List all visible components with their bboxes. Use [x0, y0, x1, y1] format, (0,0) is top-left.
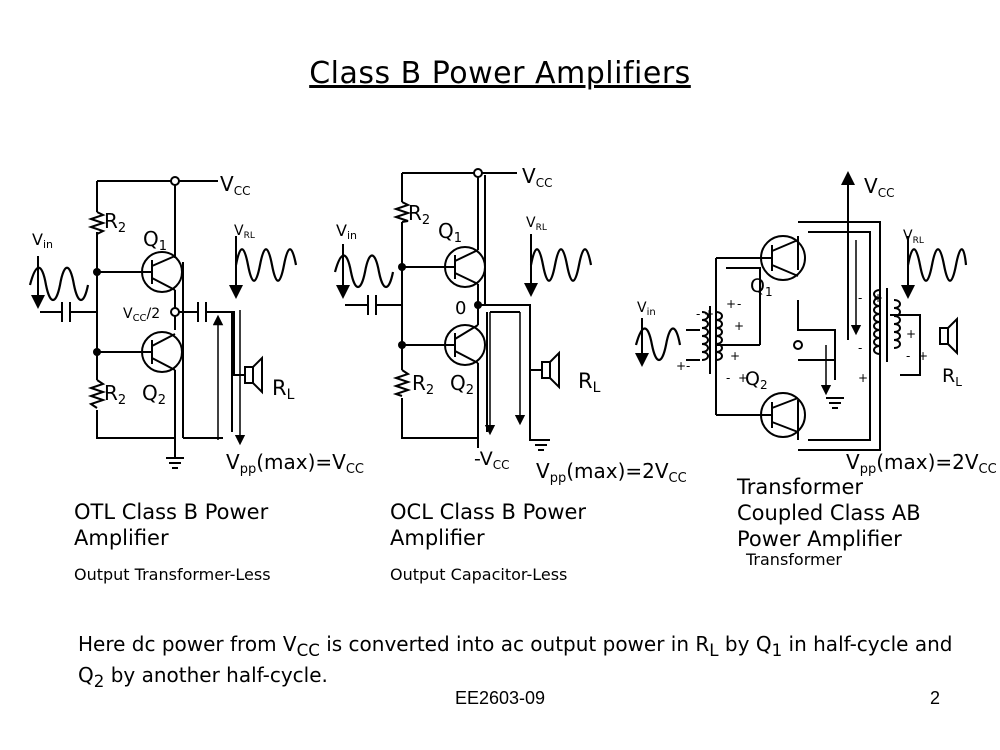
tc-caption: Transformer Coupled Class AB Power Ampli… — [737, 475, 921, 551]
ocl-nodes — [398, 168, 483, 349]
slide-title: Class B Power Amplifiers — [309, 56, 691, 91]
tc-input-transformer — [701, 306, 723, 374]
otl-midpoint-label: VCC/2 — [123, 306, 160, 324]
ocl-vrl-label: VRL — [526, 215, 547, 233]
otl-nodes — [93, 176, 180, 356]
ocl-output-sine — [529, 248, 593, 282]
svg-text:+: + — [726, 297, 736, 311]
tc-vpp-label: Vpp(max)=2VCC — [846, 450, 997, 477]
svg-text:+: + — [704, 307, 714, 321]
svg-text:+: + — [858, 371, 868, 385]
tc-rl-label: RL — [942, 365, 962, 389]
svg-text:+: + — [906, 327, 916, 341]
ocl-subcaption: Output Capacitor-Less — [390, 565, 568, 584]
tc-vcc-label: VCC — [864, 174, 894, 200]
otl-r2-label: R2 — [104, 381, 126, 408]
ocl-r1-label: R2 — [408, 201, 430, 228]
otl-vrl-label: VRL — [234, 223, 255, 241]
svg-text:-: - — [696, 307, 700, 321]
svg-text:+: + — [676, 359, 686, 373]
tc-input-sine — [634, 327, 682, 362]
tc-transistor-q1 — [760, 235, 806, 281]
tc-vin-label: Vin — [637, 300, 656, 318]
ocl-vpp-label: Vpp(max)=2VCC — [536, 459, 687, 486]
ocl-transistor-q1 — [444, 246, 486, 288]
ocl-ground-icon — [532, 439, 550, 451]
ocl-vcc-label: VCC — [522, 164, 552, 190]
svg-text:-: - — [686, 359, 690, 373]
ocl-vin-label: Vin — [336, 221, 357, 242]
otl-transistor-q2 — [141, 331, 183, 373]
ocl-wiring — [345, 172, 546, 448]
tc-output-transformer — [873, 288, 901, 362]
ocl-input-capacitor — [367, 295, 377, 315]
ocl-r2-label: R2 — [412, 371, 434, 398]
tc-vrl-label: VRL — [903, 228, 924, 246]
footer-course-code: EE2603-09 — [455, 688, 546, 708]
ocl-circuit: VCC Vin VRL R2 R2 Q1 Q2 0 RL -VCC Vpp(ma… — [333, 164, 687, 486]
tc-speaker-icon — [939, 316, 958, 356]
otl-vin-label: Vin — [32, 230, 53, 251]
otl-r-bottom — [87, 379, 107, 409]
otl-coupling-capacitor — [197, 302, 207, 322]
tc-transistor-q2 — [760, 392, 806, 438]
ocl-caption: OCL Class B Power Amplifier — [390, 500, 587, 550]
svg-text:-: - — [726, 371, 730, 385]
svg-text:-: - — [906, 349, 910, 363]
otl-caption: OTL Class B Power Amplifier — [74, 500, 269, 550]
otl-input-capacitor — [61, 302, 71, 322]
svg-text:+: + — [734, 319, 744, 333]
otl-output-sine — [234, 248, 298, 282]
tc-q1-label: Q1 — [750, 275, 773, 299]
otl-speaker-icon — [244, 355, 263, 395]
ocl-q1-label: Q1 — [438, 219, 462, 246]
svg-text:-: - — [858, 341, 862, 355]
otl-wiring — [40, 180, 245, 458]
tc-ground-icon — [826, 397, 844, 409]
footer-page-number: 2 — [930, 688, 941, 708]
otl-subcaption: Output Transformer-Less — [74, 565, 271, 584]
tc-wiring — [686, 178, 921, 451]
ocl-r-top — [392, 201, 412, 223]
tc-polarity-marks: -+ +- + + +- -+ -+ - + +- + — [676, 291, 928, 385]
tc-q2-label: Q2 — [745, 368, 768, 392]
ocl-input-sine — [333, 254, 395, 289]
svg-text:-: - — [858, 291, 862, 305]
svg-text:+: + — [918, 349, 928, 363]
tc-nodes — [793, 340, 803, 350]
otl-ground-icon — [166, 457, 184, 469]
tc-subcaption: Transformer — [746, 550, 843, 569]
otl-input-sine — [28, 266, 90, 302]
tc-output-sine — [906, 248, 968, 282]
otl-vpp-label: Vpp(max)=VCC — [226, 450, 364, 477]
ocl-rl-label: RL — [578, 369, 601, 396]
otl-r-top — [87, 211, 107, 235]
svg-text:+: + — [873, 291, 883, 305]
otl-circuit: VCC Vin VRL R2 R2 Q1 Q2 VCC/2 RL Vpp(max… — [28, 172, 364, 477]
otl-q2-label: Q2 — [142, 381, 166, 408]
ocl-zero-label: 0 — [455, 298, 466, 319]
otl-rl-label: RL — [272, 376, 295, 403]
otl-r1-label: R2 — [104, 209, 126, 236]
otl-q1-label: Q1 — [143, 227, 167, 254]
ocl-neg-vcc-label: -VCC — [474, 448, 510, 472]
svg-text:+: + — [738, 371, 748, 385]
svg-text:-: - — [737, 297, 741, 311]
explanation-note: Here dc power from VCC is converted into… — [78, 632, 953, 691]
ocl-r-bottom — [392, 369, 412, 397]
svg-text:+: + — [730, 349, 740, 363]
ocl-transistor-q2 — [444, 324, 486, 366]
ocl-q2-label: Q2 — [450, 371, 474, 398]
otl-vcc-label: VCC — [220, 172, 250, 198]
ocl-speaker-icon — [541, 350, 560, 390]
otl-transistor-q1 — [141, 251, 183, 293]
tc-circuit: -+ +- + + +- -+ -+ - + +- + VCC Vin VRL … — [634, 171, 997, 477]
